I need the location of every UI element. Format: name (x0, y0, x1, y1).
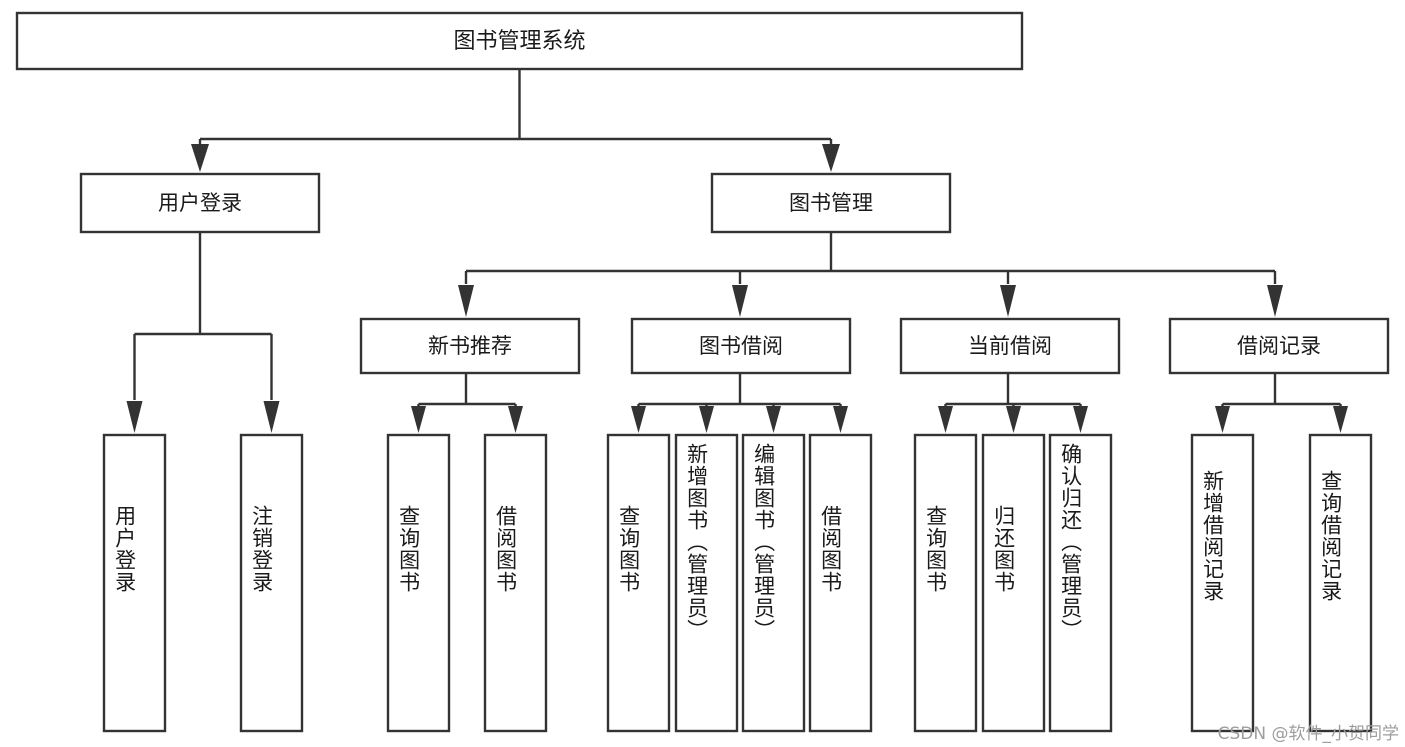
node-borrow-record-box[interactable] (1168, 317, 1390, 375)
leaf-box-edit-book[interactable] (741, 433, 806, 733)
arrow-head-icon (1333, 406, 1348, 433)
arrow-head-icon (1006, 406, 1021, 433)
csdn-watermark: CSDN @软件_小贺同学 (1217, 724, 1399, 744)
arrow-head-icon (699, 406, 714, 433)
node-new-book-recommend-box[interactable] (359, 317, 581, 375)
leaf-box-user-login[interactable] (102, 433, 167, 733)
arrow-head-icon (1267, 285, 1283, 317)
node-book-manage-box[interactable] (710, 172, 952, 234)
connector-group-currentborrow-leaves (938, 373, 1088, 433)
leaf-box-confirm-return[interactable] (1048, 433, 1113, 733)
arrow-head-icon (508, 406, 523, 433)
node-borrow-record[interactable]: 借阅记录 (1168, 317, 1390, 375)
arrow-head-icon (732, 285, 748, 317)
connector-group-borrowrecord-leaves (1215, 373, 1348, 433)
leaf-box-return-book[interactable] (981, 433, 1046, 733)
node-root[interactable]: 图书管理系统 (15, 11, 1024, 71)
leaf-box-borrow-book-2[interactable] (808, 433, 873, 733)
arrow-head-icon (191, 144, 209, 172)
leaf-box-logout[interactable] (239, 433, 304, 733)
connector-group-root-to-level2 (191, 69, 840, 172)
node-root-box[interactable] (15, 11, 1024, 71)
connector-group-bookmanage-to-level3 (458, 232, 1283, 317)
node-new-book-recommend-label: 新书推荐 (428, 334, 512, 358)
arrow-head-icon (458, 285, 474, 317)
node-book-borrow-box[interactable] (630, 317, 852, 375)
arrow-head-icon (631, 406, 646, 433)
leaf-box-add-borrow-record[interactable] (1190, 433, 1255, 733)
connector-group-bookborrow-leaves (631, 373, 848, 433)
arrow-head-icon (263, 401, 280, 433)
node-user-login-box[interactable] (79, 172, 321, 234)
node-book-borrow-label: 图书借阅 (699, 334, 783, 358)
leaf-box-query-book-2[interactable] (606, 433, 671, 733)
node-user-login[interactable]: 用户登录 (79, 172, 321, 234)
arrow-head-icon (822, 144, 840, 172)
arrow-head-icon (1000, 285, 1016, 317)
leaf-box-borrow-book-1[interactable] (483, 433, 548, 733)
node-book-manage-label: 图书管理 (789, 191, 873, 215)
arrow-head-icon (766, 406, 781, 433)
leaf-box-add-book[interactable] (674, 433, 739, 733)
node-borrow-record-label: 借阅记录 (1237, 334, 1321, 358)
leaf-box-query-book-1[interactable] (386, 433, 451, 733)
node-book-borrow[interactable]: 图书借阅 (630, 317, 852, 375)
arrow-head-icon (1215, 406, 1230, 433)
node-book-manage[interactable]: 图书管理 (710, 172, 952, 234)
node-current-borrow-box[interactable] (899, 317, 1121, 375)
connector-group-newbook-leaves (411, 373, 523, 433)
connector-group-userlogin-leaves (126, 232, 280, 433)
leaf-box-query-borrow-record[interactable] (1308, 433, 1373, 733)
node-new-book-recommend[interactable]: 新书推荐 (359, 317, 581, 375)
arrow-head-icon (938, 406, 953, 433)
arrow-head-icon (1073, 406, 1088, 433)
node-current-borrow[interactable]: 当前借阅 (899, 317, 1121, 375)
leaf-box-query-book-3[interactable] (913, 433, 978, 733)
arrow-head-icon (833, 406, 848, 433)
node-root-label: 图书管理系统 (453, 29, 585, 54)
arrow-head-icon (126, 401, 143, 433)
node-user-login-label: 用户登录 (158, 191, 242, 215)
arrow-head-icon (411, 406, 426, 433)
node-current-borrow-label: 当前借阅 (968, 334, 1052, 358)
